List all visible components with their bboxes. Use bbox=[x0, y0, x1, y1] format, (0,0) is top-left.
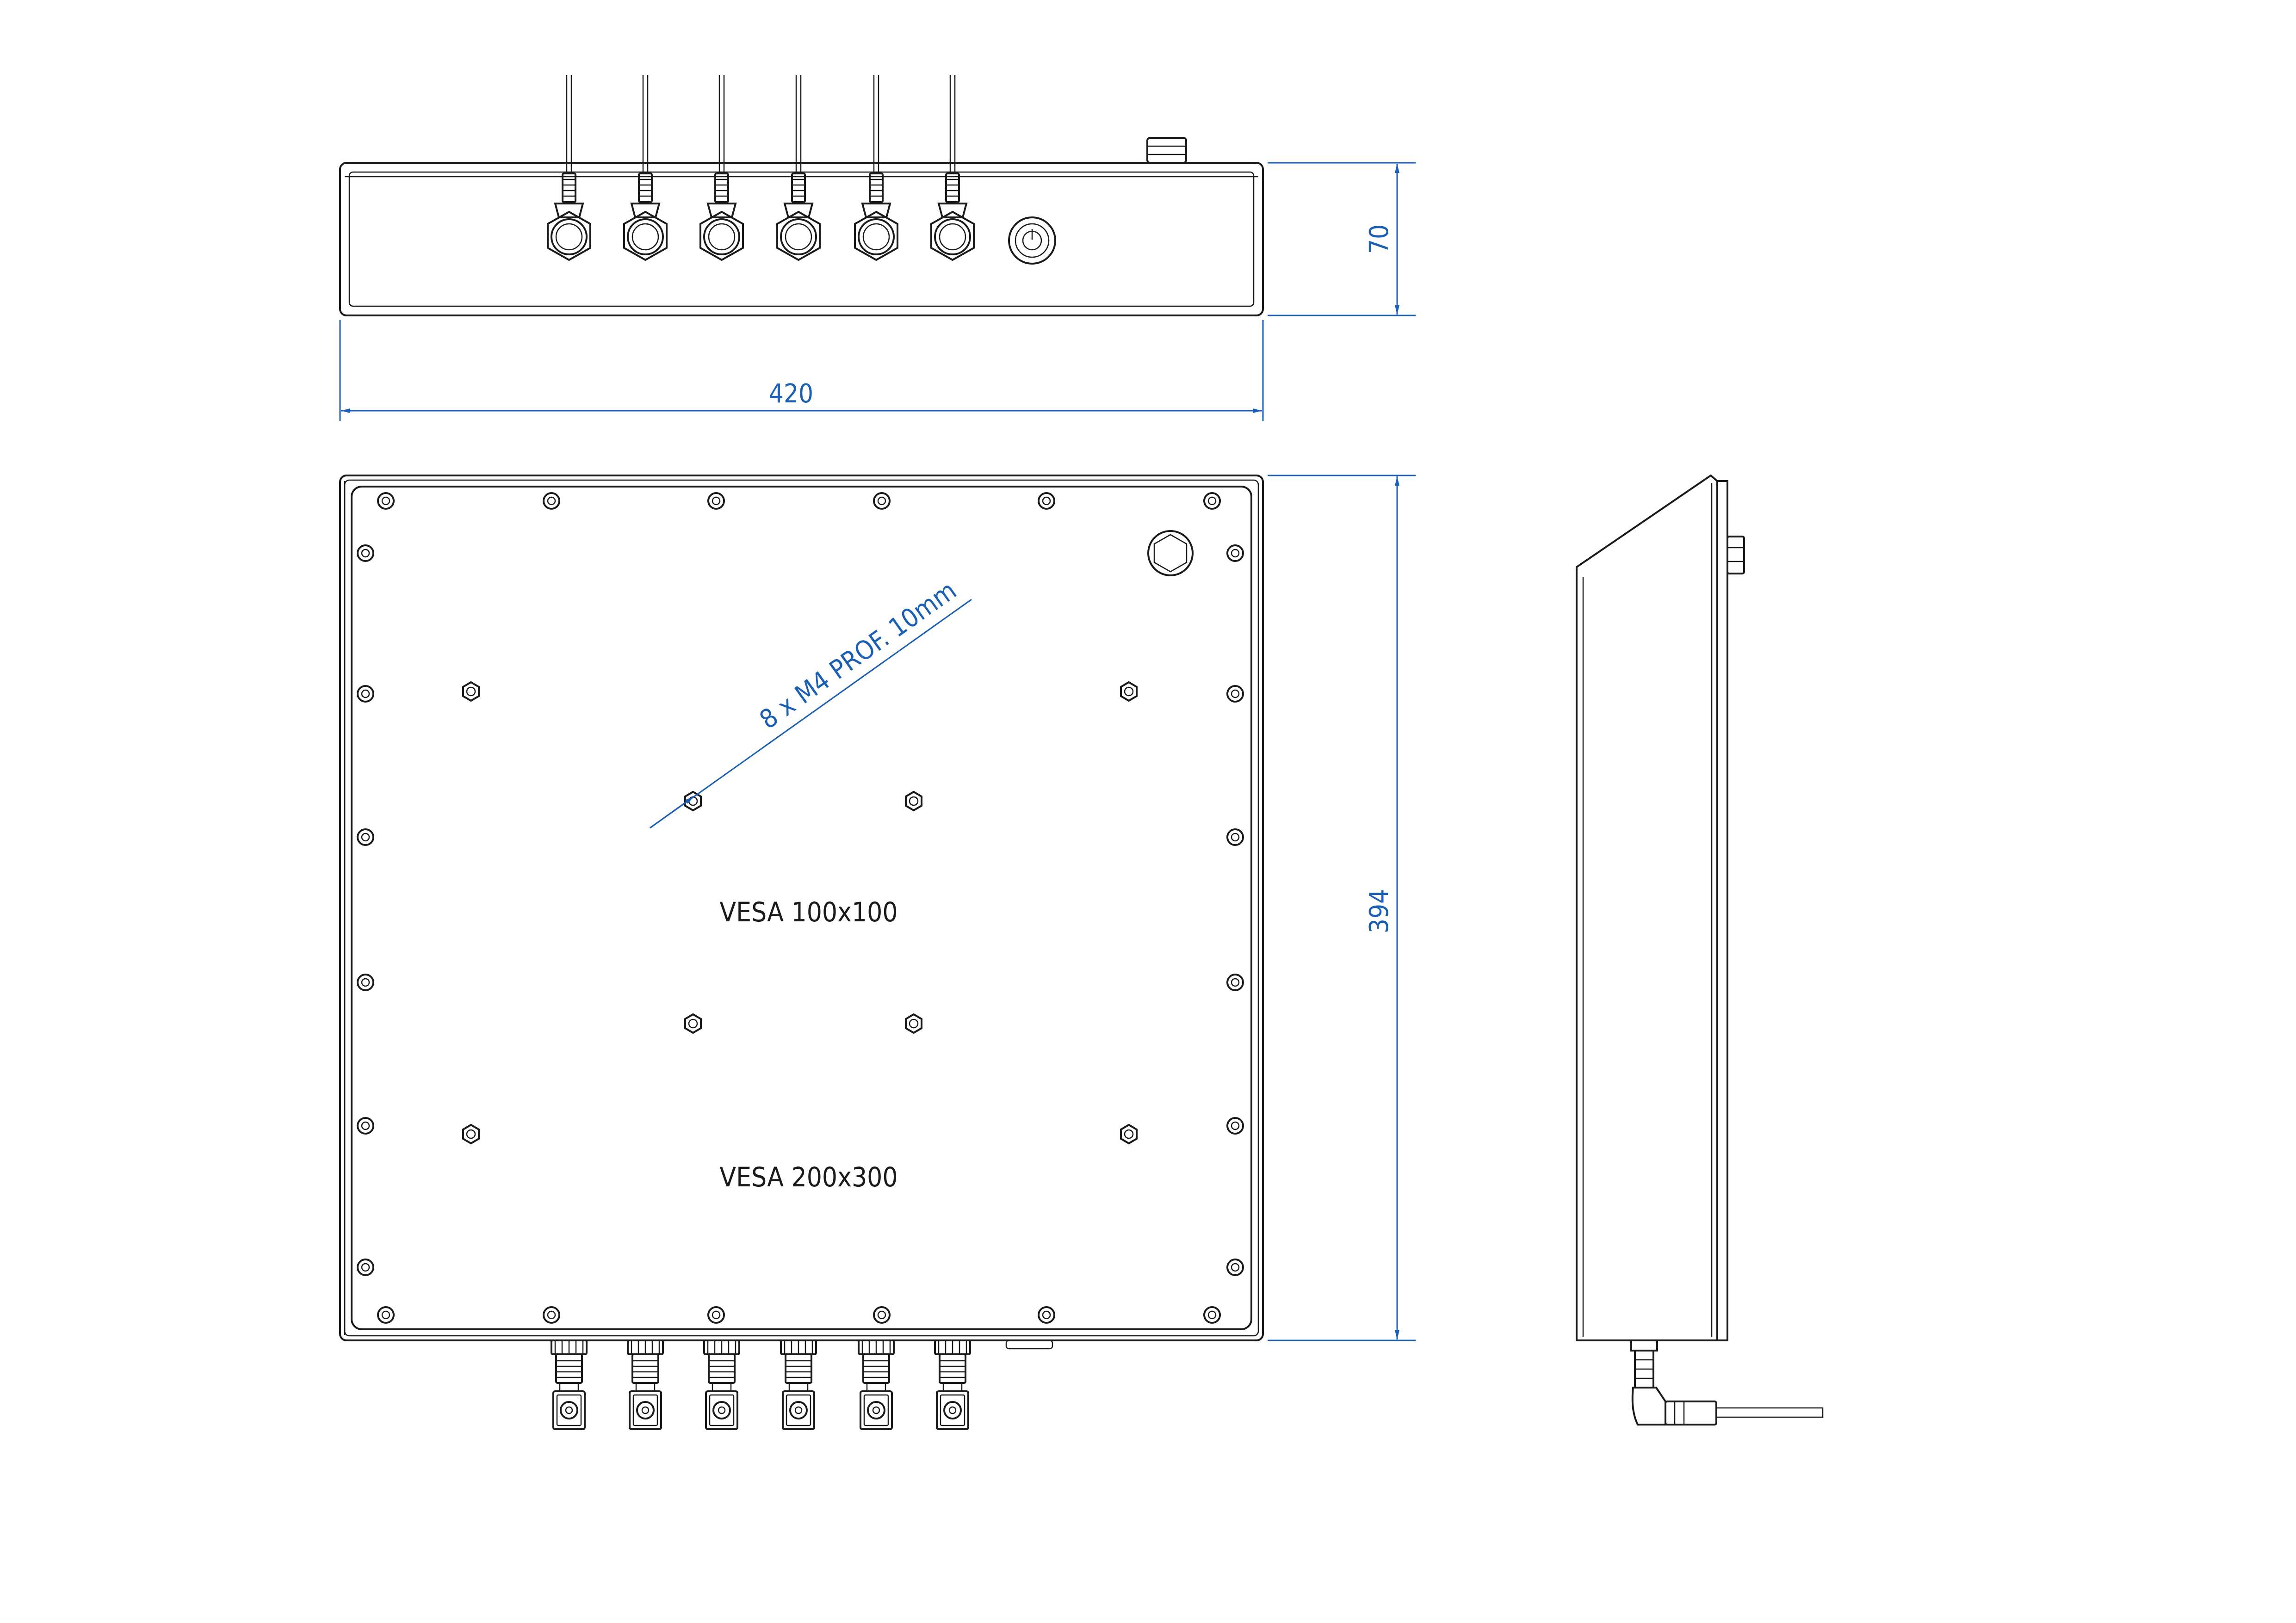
top-connector bbox=[547, 75, 591, 261]
vesa-insert bbox=[905, 1013, 922, 1034]
top-connector bbox=[776, 75, 821, 261]
side-view-connector bbox=[1630, 1339, 1824, 1426]
screw bbox=[1226, 828, 1244, 846]
vesa-insert bbox=[905, 790, 922, 812]
screw bbox=[377, 492, 395, 510]
front-view-bottom-connectors bbox=[551, 1339, 971, 1430]
thread-callout: 8 x M4 PROF. 10mm bbox=[650, 575, 972, 829]
screw bbox=[873, 492, 891, 510]
bottom-connector bbox=[703, 1339, 740, 1430]
dimension-height-label: 394 bbox=[1364, 889, 1394, 933]
side-view-gland bbox=[1727, 536, 1745, 574]
top-connector bbox=[854, 75, 898, 261]
top-connector bbox=[930, 75, 975, 261]
screw bbox=[357, 544, 374, 562]
screw bbox=[873, 1306, 891, 1324]
top-connector bbox=[623, 75, 668, 261]
screw bbox=[1203, 492, 1221, 510]
screw bbox=[1038, 492, 1055, 510]
screw bbox=[357, 1259, 374, 1276]
vesa-insert bbox=[1120, 681, 1138, 702]
screw bbox=[357, 974, 374, 991]
side-view bbox=[1576, 474, 1824, 1426]
bottom-connector bbox=[627, 1339, 664, 1430]
thread-callout-label: 8 x M4 PROF. 10mm bbox=[754, 575, 962, 735]
front-view: 8 x M4 PROF. 10mm VESA 100x100 VESA 200x… bbox=[339, 475, 1264, 1430]
top-view-gland bbox=[1146, 137, 1187, 164]
screw bbox=[357, 685, 374, 703]
top-connector bbox=[699, 75, 744, 261]
top-view-housing bbox=[339, 162, 1264, 316]
dimension-width-label: 420 bbox=[769, 379, 813, 409]
screw bbox=[1226, 1117, 1244, 1135]
front-view-panel bbox=[351, 486, 1252, 1330]
top-view-inner-outline bbox=[348, 171, 1255, 307]
dimension-depth: 70 bbox=[1268, 162, 1416, 316]
screw bbox=[1203, 1306, 1221, 1324]
screw bbox=[357, 1117, 374, 1135]
perimeter-screws bbox=[357, 492, 1244, 1324]
side-view-housing bbox=[1576, 474, 1718, 1341]
screw bbox=[707, 1306, 725, 1324]
vesa-insert bbox=[1120, 1123, 1138, 1145]
power-button bbox=[1008, 216, 1056, 265]
dimension-height: 394 bbox=[1268, 475, 1416, 1341]
front-view-gland bbox=[1147, 530, 1194, 576]
bottom-connector bbox=[551, 1339, 588, 1430]
screw bbox=[543, 1306, 560, 1324]
screw bbox=[1038, 1306, 1055, 1324]
screw bbox=[707, 492, 725, 510]
screw bbox=[1226, 685, 1244, 703]
screw bbox=[1226, 974, 1244, 991]
screw bbox=[543, 492, 560, 510]
top-view-cables bbox=[547, 75, 975, 261]
vesa-large-label: VESA 200x300 bbox=[719, 1161, 897, 1193]
bottom-connector bbox=[780, 1339, 817, 1430]
screw bbox=[357, 828, 374, 846]
dimension-width: 420 bbox=[339, 320, 1264, 421]
screw bbox=[1226, 544, 1244, 562]
vesa-insert bbox=[462, 681, 480, 702]
vesa-insert bbox=[462, 1123, 480, 1145]
vesa-small-label: VESA 100x100 bbox=[719, 896, 897, 928]
top-view bbox=[339, 75, 1264, 316]
vesa-insert bbox=[684, 1013, 702, 1034]
dimension-depth-label: 70 bbox=[1364, 224, 1394, 254]
bottom-connector bbox=[858, 1339, 895, 1430]
screw bbox=[377, 1306, 395, 1324]
bottom-connector bbox=[934, 1339, 971, 1430]
screw bbox=[1226, 1259, 1244, 1276]
